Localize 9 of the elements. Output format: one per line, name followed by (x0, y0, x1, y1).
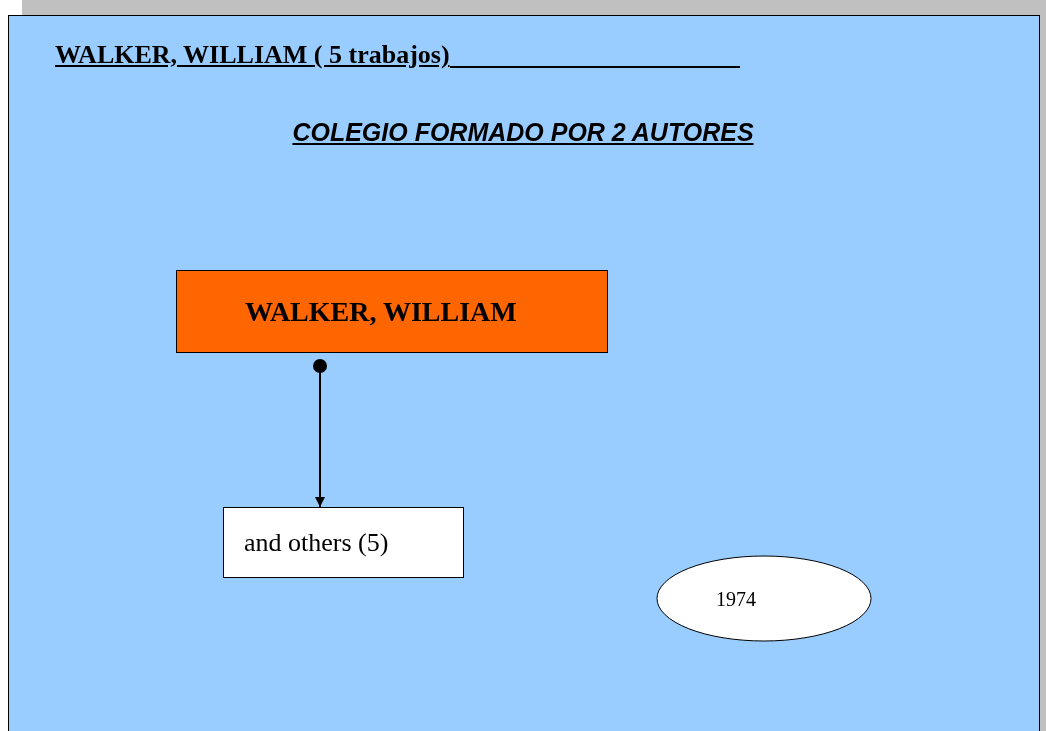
author-box (176, 270, 608, 353)
node-label: 1974 (716, 586, 756, 612)
subtitle: COLEGIO FORMADO POR 2 AUTORES (292, 117, 754, 148)
title: WALKER, WILLIAM ( 5 trabajos) (55, 39, 450, 71)
coauthor-box (223, 507, 464, 578)
arrow (313, 359, 327, 508)
node-label: and others (5) (244, 527, 389, 559)
year-ellipse (656, 555, 872, 642)
node-label: WALKER, WILLIAM (245, 294, 517, 329)
